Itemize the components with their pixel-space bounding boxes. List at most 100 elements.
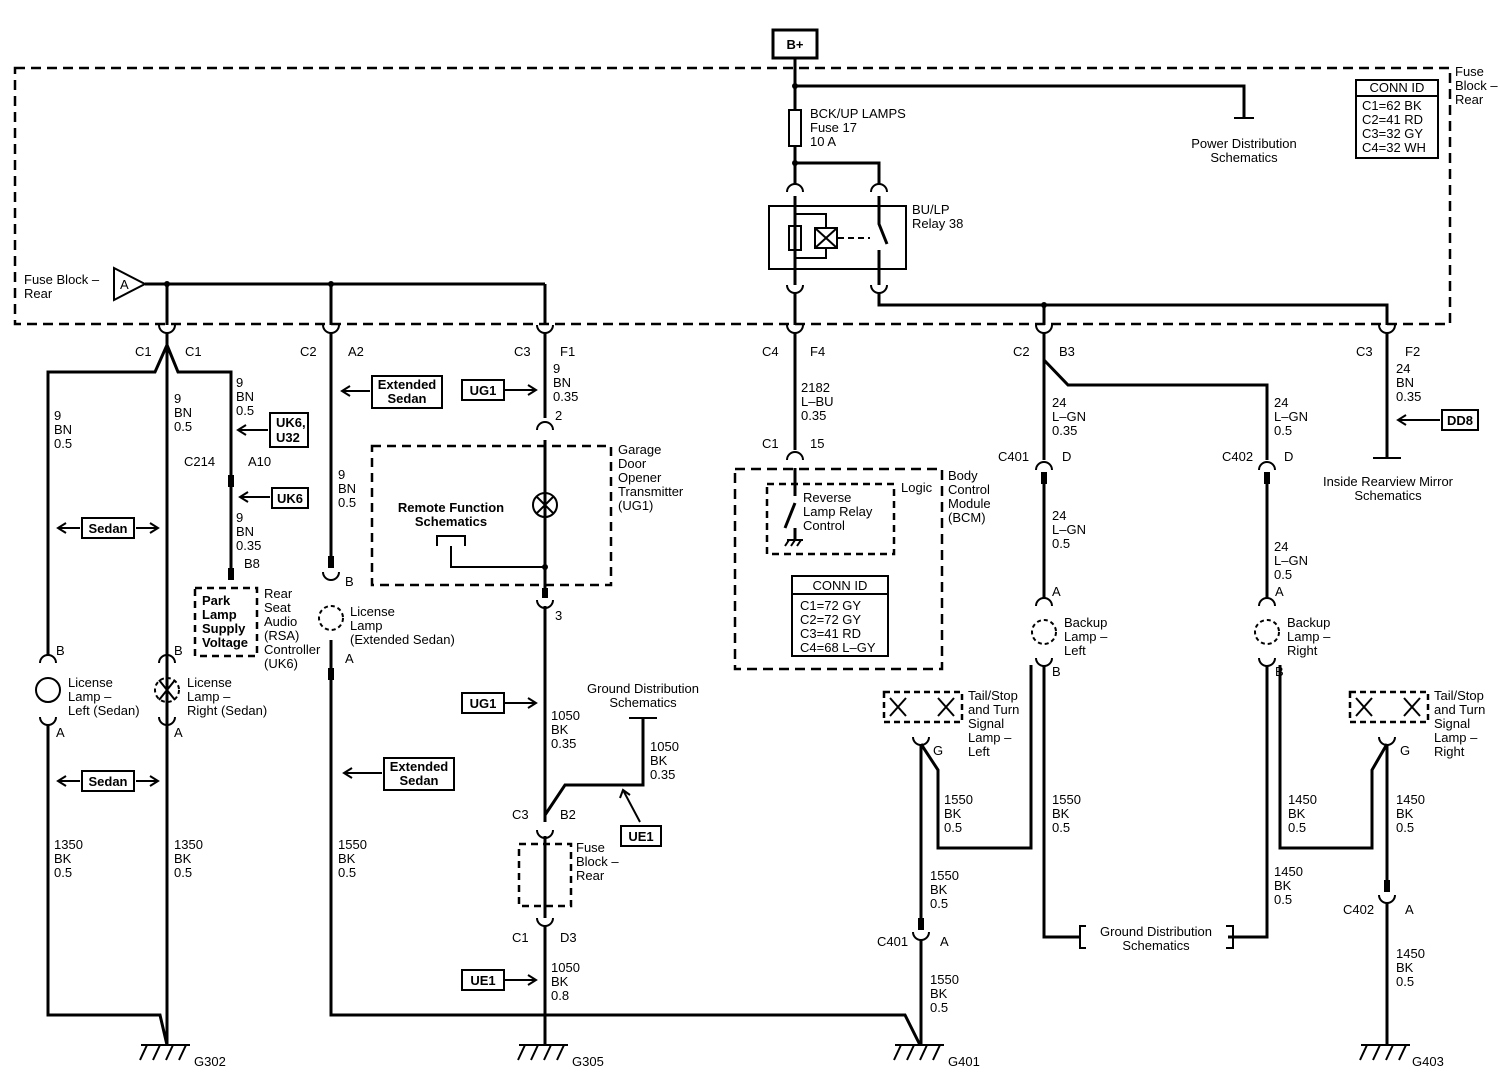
svg-text:Lamp –: Lamp – [1064,629,1108,644]
svg-text:Left (Sedan): Left (Sedan) [68,703,140,718]
svg-text:15: 15 [810,436,824,451]
svg-text:UK6: UK6 [277,491,303,506]
svg-text:A: A [1405,902,1414,917]
svg-text:BK: BK [1288,806,1306,821]
svg-text:0.5: 0.5 [1052,820,1070,835]
svg-text:0.5: 0.5 [1052,536,1070,551]
rsa-controller: Park Lamp Supply Voltage Rear Seat Audio… [193,586,321,671]
svg-text:BN: BN [236,389,254,404]
svg-text:License: License [187,675,232,690]
svg-text:0.5: 0.5 [944,820,962,835]
svg-text:B: B [56,643,65,658]
svg-text:Tail/Stop: Tail/Stop [968,688,1018,703]
option-uk6: UK6 [238,487,309,509]
svg-text:Schematics: Schematics [1354,488,1422,503]
svg-text:BK: BK [174,851,192,866]
svg-text:B3: B3 [1059,344,1075,359]
svg-text:0.5: 0.5 [338,495,356,510]
svg-text:BCK/UP LAMPS: BCK/UP LAMPS [810,106,906,121]
svg-text:Supply: Supply [202,621,246,636]
svg-text:Block –: Block – [1455,78,1498,93]
svg-text:Right: Right [1287,643,1318,658]
svg-text:9: 9 [236,375,243,390]
svg-text:BN: BN [553,375,571,390]
ground-g401: G401 [893,1044,980,1069]
option-extended-sedan-1: Extended Sedan [340,375,443,409]
svg-text:B+: B+ [787,37,804,52]
backup-lamp-left: A B Backup Lamp – Left [1031,584,1108,679]
svg-text:BK: BK [551,722,569,737]
svg-text:F1: F1 [560,344,575,359]
svg-text:C4=68 L–GY: C4=68 L–GY [800,640,876,655]
fuse-17: BCK/UP LAMPS Fuse 17 10 A [788,106,906,149]
svg-text:Rear: Rear [576,868,605,883]
svg-text:0.35: 0.35 [236,538,261,553]
svg-text:BK: BK [1052,806,1070,821]
svg-text:Audio: Audio [264,614,297,629]
ground-g403: G403 [1359,1044,1444,1069]
option-uk6-u32: UK6, U32 [236,412,309,448]
svg-text:C401: C401 [998,449,1029,464]
option-sedan-2: Sedan [56,770,160,792]
svg-text:Lamp: Lamp [202,607,237,622]
svg-text:24: 24 [1052,508,1066,523]
svg-text:(UK6): (UK6) [264,656,298,671]
svg-text:1550: 1550 [930,868,959,883]
svg-text:0.35: 0.35 [650,767,675,782]
tail-lamp-right: G Tail/Stop and Turn Signal Lamp – Right [1348,688,1485,759]
svg-text:B: B [174,643,183,658]
svg-text:A: A [174,725,183,740]
option-dd8: DD8 [1396,409,1479,431]
svg-text:0.5: 0.5 [1288,820,1306,835]
svg-text:Lamp –: Lamp – [1434,730,1478,745]
ground-g302: G302 [139,1044,226,1069]
svg-text:10 A: 10 A [810,134,836,149]
svg-text:0.5: 0.5 [338,865,356,880]
svg-text:A: A [940,934,949,949]
svg-text:UE1: UE1 [628,829,653,844]
svg-text:Control: Control [803,518,845,533]
inside-mirror-ref: Inside Rearview Mirror Schematics [1323,457,1454,503]
svg-text:B: B [345,574,354,589]
svg-text:BN: BN [338,481,356,496]
svg-text:0.5: 0.5 [1274,892,1292,907]
svg-text:G: G [933,743,943,758]
svg-text:Rear: Rear [264,586,293,601]
option-ug1-a: UG1 [461,379,538,401]
svg-text:B8: B8 [244,556,260,571]
svg-text:Controller: Controller [264,642,321,657]
svg-text:1450: 1450 [1396,946,1425,961]
svg-text:C2=72 GY: C2=72 GY [800,612,861,627]
svg-text:A10: A10 [248,454,271,469]
svg-text:1550: 1550 [1052,792,1081,807]
svg-text:0.5: 0.5 [236,403,254,418]
svg-text:Opener: Opener [618,470,662,485]
svg-text:Lamp –: Lamp – [968,730,1012,745]
svg-text:F4: F4 [810,344,825,359]
svg-text:D: D [1284,449,1293,464]
svg-text:Block –: Block – [576,854,619,869]
svg-text:C1=72 GY: C1=72 GY [800,598,861,613]
svg-text:1550: 1550 [338,837,367,852]
svg-text:9: 9 [236,510,243,525]
svg-text:Body: Body [948,468,978,483]
conn-id-table-fuse-block: CONN ID C1=62 BK C2=41 RD C3=32 GY C4=32… [1355,79,1439,159]
svg-text:0.5: 0.5 [1274,423,1292,438]
svg-text:0.35: 0.35 [551,736,576,751]
svg-text:U32: U32 [276,430,300,445]
svg-text:BK: BK [944,806,962,821]
svg-text:0.5: 0.5 [1396,974,1414,989]
svg-text:Signal: Signal [968,716,1004,731]
svg-text:1550: 1550 [944,792,973,807]
svg-text:G401: G401 [948,1054,980,1069]
svg-text:Tail/Stop: Tail/Stop [1434,688,1484,703]
svg-text:24: 24 [1274,539,1288,554]
power-source: B+ [771,28,819,60]
fuse-block-title: Fuse Block – Rear [1455,64,1498,107]
